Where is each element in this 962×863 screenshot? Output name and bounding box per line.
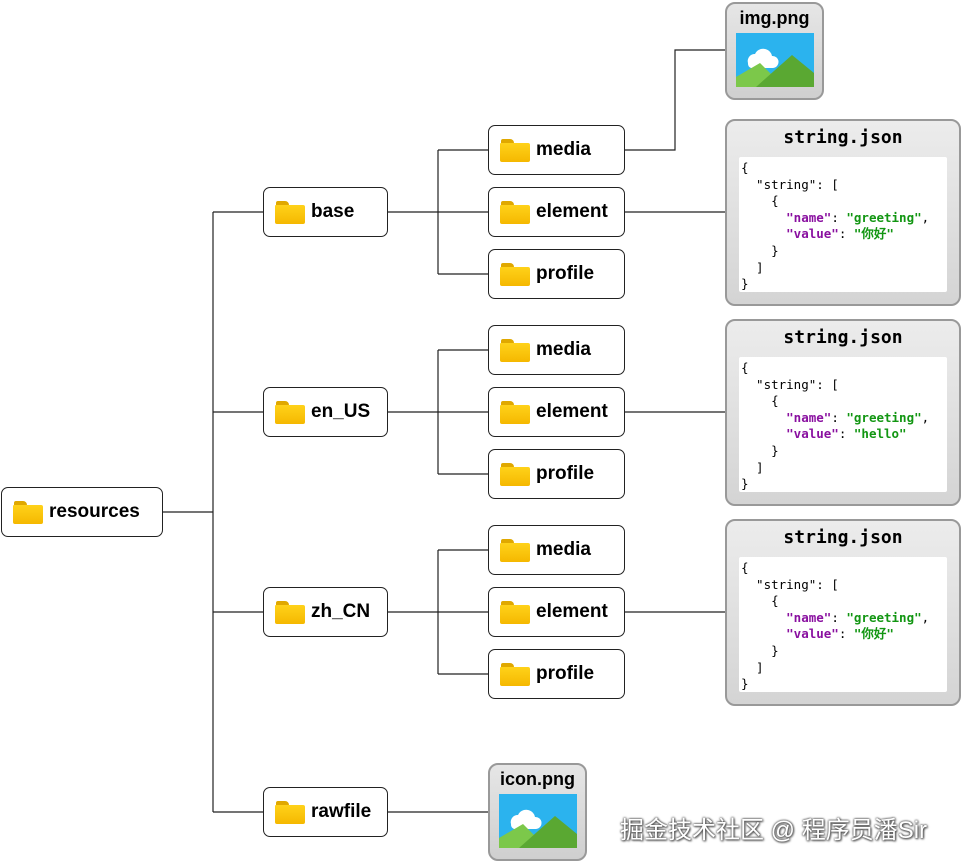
image-file-icon-png[interactable]: icon.png (488, 763, 587, 861)
folder-zh-cn[interactable]: zh_CN (263, 587, 388, 637)
code-line: { (741, 160, 749, 175)
code-line: "string": [ (741, 376, 839, 392)
folder-icon (500, 138, 530, 162)
image-file-img-png[interactable]: img.png (725, 2, 824, 100)
image-thumbnail-icon (498, 794, 577, 848)
folder-base-element[interactable]: element (488, 187, 625, 237)
folder-icon (500, 662, 530, 686)
folder-label: zh_CN (311, 601, 371, 622)
folder-icon (275, 800, 305, 824)
folder-label: profile (536, 663, 595, 684)
folder-label: profile (536, 263, 595, 284)
folder-rawfile[interactable]: rawfile (263, 787, 388, 837)
code-line: { (741, 193, 779, 209)
folder-label: element (536, 201, 608, 222)
watermark: 掘金技术社区 @ 程序员潘Sir (620, 817, 928, 844)
code-line: } (741, 276, 749, 292)
code-line: } (741, 642, 779, 658)
folder-label: profile (536, 463, 595, 484)
image-thumbnail-icon (735, 33, 814, 87)
code-line: } (741, 476, 749, 492)
code-line: "string": [ (741, 176, 839, 192)
folder-icon (500, 262, 530, 286)
folder-base[interactable]: base (263, 187, 388, 237)
folder-icon (500, 600, 530, 624)
image-file-name: icon.png (500, 769, 575, 789)
folder-label: media (536, 139, 591, 160)
folder-en-us-profile[interactable]: profile (488, 449, 625, 499)
code-line: "name": "greeting", (786, 209, 930, 225)
json-file-en-us[interactable]: string.json { "string": [ { "name": "gre… (725, 319, 961, 506)
image-file-name: img.png (739, 8, 810, 28)
code-line: { (741, 360, 749, 375)
folder-en-us-element[interactable]: element (488, 387, 625, 437)
code-line: { (741, 560, 749, 575)
folder-icon (275, 600, 305, 624)
code-line: "value": "你好" (786, 226, 894, 242)
code-line: "string": [ (741, 576, 839, 592)
code-line: "name": "greeting", (786, 409, 930, 425)
folder-resources[interactable]: resources (1, 487, 163, 537)
folder-zh-cn-element[interactable]: element (488, 587, 625, 637)
folder-label: media (536, 339, 591, 360)
json-code-block: { "string": [ { "name": "greeting", "val… (739, 557, 947, 692)
folder-icon (500, 338, 530, 362)
folder-en-us[interactable]: en_US (263, 387, 388, 437)
folder-label: resources (49, 501, 140, 522)
code-line: ] (741, 659, 764, 675)
code-line: "value": "hello" (786, 426, 907, 442)
folder-label: en_US (311, 401, 371, 422)
folder-en-us-media[interactable]: media (488, 325, 625, 375)
json-code-block: { "string": [ { "name": "greeting", "val… (739, 157, 947, 292)
code-line: } (741, 442, 779, 458)
code-line: } (741, 676, 749, 692)
json-file-zh-cn[interactable]: string.json { "string": [ { "name": "gre… (725, 519, 961, 706)
json-file-base[interactable]: string.json { "string": [ { "name": "gre… (725, 119, 961, 306)
folder-label: element (536, 401, 608, 422)
code-line: ] (741, 459, 764, 475)
folder-icon (500, 400, 530, 424)
json-code-block: { "string": [ { "name": "greeting", "val… (739, 357, 947, 492)
folder-icon (500, 200, 530, 224)
folder-label: element (536, 601, 608, 622)
code-line: ] (741, 259, 764, 275)
folder-label: rawfile (311, 801, 372, 822)
json-file-name: string.json (783, 127, 903, 148)
code-line: { (741, 393, 779, 409)
json-file-name: string.json (783, 527, 903, 548)
code-line: { (741, 593, 779, 609)
code-line: } (741, 242, 779, 258)
folder-label: base (311, 201, 355, 222)
folder-icon (275, 200, 305, 224)
code-line: "name": "greeting", (786, 609, 930, 625)
folder-zh-cn-media[interactable]: media (488, 525, 625, 575)
folder-base-media[interactable]: media (488, 125, 625, 175)
folder-icon (500, 462, 530, 486)
code-line: "value": "你好" (786, 626, 894, 642)
folder-zh-cn-profile[interactable]: profile (488, 649, 625, 699)
folder-base-profile[interactable]: profile (488, 249, 625, 299)
folder-icon (500, 538, 530, 562)
folder-icon (13, 500, 43, 524)
json-file-name: string.json (783, 327, 903, 348)
folder-label: media (536, 539, 591, 560)
folder-icon (275, 400, 305, 424)
